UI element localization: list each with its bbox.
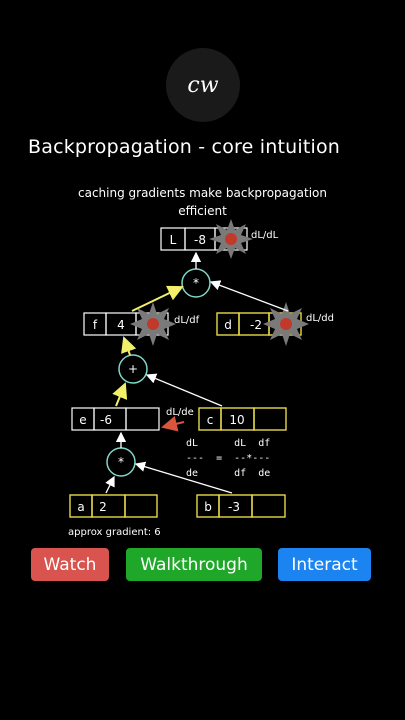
node-a-value: 2 <box>99 500 107 514</box>
node-b-name: b <box>204 500 212 514</box>
node-c-name: c <box>207 413 214 427</box>
grad-label-f: dL/df <box>174 315 200 326</box>
node-b-value: -3 <box>228 500 240 514</box>
edge-f-to-op-top <box>131 285 184 312</box>
grad-label-L: dL/dL <box>251 230 279 241</box>
chain-rule-row-2: --- = --*--- <box>186 453 270 464</box>
op-mid-symbol: + <box>128 362 138 376</box>
op-mid: + <box>118 354 148 384</box>
edge-c-to-op-mid <box>145 373 223 407</box>
edge-e-to-op-mid <box>112 382 128 407</box>
node-L: L -8 dL/dL <box>160 219 279 259</box>
node-d-value: -2 <box>250 318 262 332</box>
edge-red-to-e-grad <box>161 415 185 432</box>
edge-op-mid-to-f <box>121 336 137 356</box>
edge-b-to-op-low <box>134 461 233 494</box>
interact-button[interactable]: Interact <box>278 548 371 581</box>
subtitle-line-1: caching gradients make backpropagation <box>78 186 327 200</box>
node-f-value: 4 <box>117 318 125 332</box>
chain-rule-row-3: de df de <box>186 468 270 479</box>
node-e-name: e <box>79 413 86 427</box>
subtitle-line-2: efficient <box>178 204 227 218</box>
channel-logo: cw <box>166 48 240 122</box>
node-e-value: -6 <box>100 413 112 427</box>
page-title: Backpropagation - core intuition <box>28 136 341 158</box>
node-b: b -3 <box>196 494 286 518</box>
edge-d-to-op-top <box>209 280 289 312</box>
op-low-symbol: * <box>118 455 124 469</box>
node-f: f 4 dL/df <box>83 302 200 346</box>
node-f-name: f <box>93 318 98 332</box>
grad-label-d: dL/dd <box>306 313 334 324</box>
node-L-name: L <box>170 233 177 247</box>
op-top-symbol: * <box>193 276 199 290</box>
watch-button[interactable]: Watch <box>31 548 109 581</box>
logo-text: cw <box>187 72 219 98</box>
approx-gradient-label: approx gradient: 6 <box>68 527 161 538</box>
chain-rule: dL dL df --- = --*--- de df de <box>186 438 270 479</box>
op-top: * <box>181 268 211 298</box>
node-d: d -2 dL/dd <box>216 302 334 346</box>
node-c-value: 10 <box>229 413 244 427</box>
node-L-value: -8 <box>194 233 206 247</box>
node-a-name: a <box>77 500 84 514</box>
chain-rule-row-1: dL dL df <box>186 438 270 449</box>
op-low: * <box>106 447 136 477</box>
walkthrough-button[interactable]: Walkthrough <box>126 548 262 581</box>
node-e: e -6 dL/de <box>71 407 194 431</box>
edge-a-to-op-low <box>105 475 115 494</box>
grad-label-e: dL/de <box>166 407 194 418</box>
node-c: c 10 <box>198 407 287 431</box>
node-a: a 2 <box>69 494 158 518</box>
node-d-name: d <box>224 318 232 332</box>
